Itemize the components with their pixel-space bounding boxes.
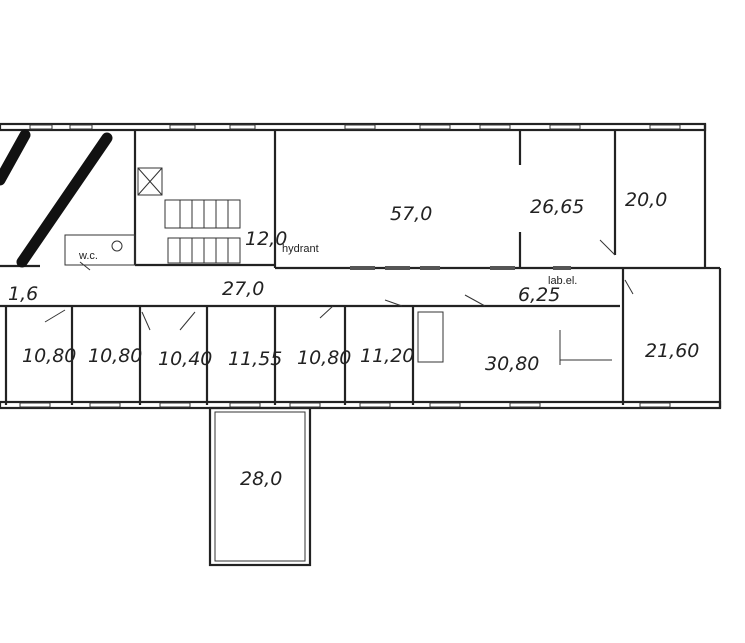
exterior-walls bbox=[0, 122, 722, 567]
corridor-area-label: 27,0 bbox=[222, 278, 264, 300]
corridor-walls bbox=[0, 130, 705, 405]
small-room-area-label: 1,6 bbox=[8, 283, 38, 305]
room-area-label: 57,0 bbox=[390, 203, 432, 225]
windows bbox=[19, 124, 681, 408]
room-area-label: 10,80 bbox=[88, 345, 142, 367]
room-area-label: 20,0 bbox=[625, 189, 667, 211]
wc-label: w.c. bbox=[78, 250, 98, 262]
room-area-label: 11,55 bbox=[228, 348, 282, 370]
room-area-label: 10,40 bbox=[158, 348, 212, 370]
wing-room-area-label: 28,0 bbox=[240, 468, 282, 490]
room-area-label: 26,65 bbox=[530, 196, 584, 218]
lab-label: lab.el. bbox=[548, 275, 577, 287]
room-area-label: 21,60 bbox=[645, 340, 699, 362]
room-area-label: 10,80 bbox=[297, 347, 351, 369]
stair-area-label: 12,0 bbox=[245, 228, 287, 250]
door-swings bbox=[44, 261, 634, 331]
room-area-label: 10,80 bbox=[22, 345, 76, 367]
marker-stroke bbox=[16, 132, 113, 268]
marker-stroke bbox=[0, 129, 31, 186]
room-area-label: 30,80 bbox=[485, 353, 539, 375]
stair-core bbox=[64, 167, 241, 266]
hydrant-label: hydrant bbox=[282, 243, 319, 255]
room-area-label: 11,20 bbox=[360, 345, 414, 367]
lab-corridor-area-label: 6,25 bbox=[518, 284, 560, 306]
room-dividers bbox=[4, 306, 612, 405]
